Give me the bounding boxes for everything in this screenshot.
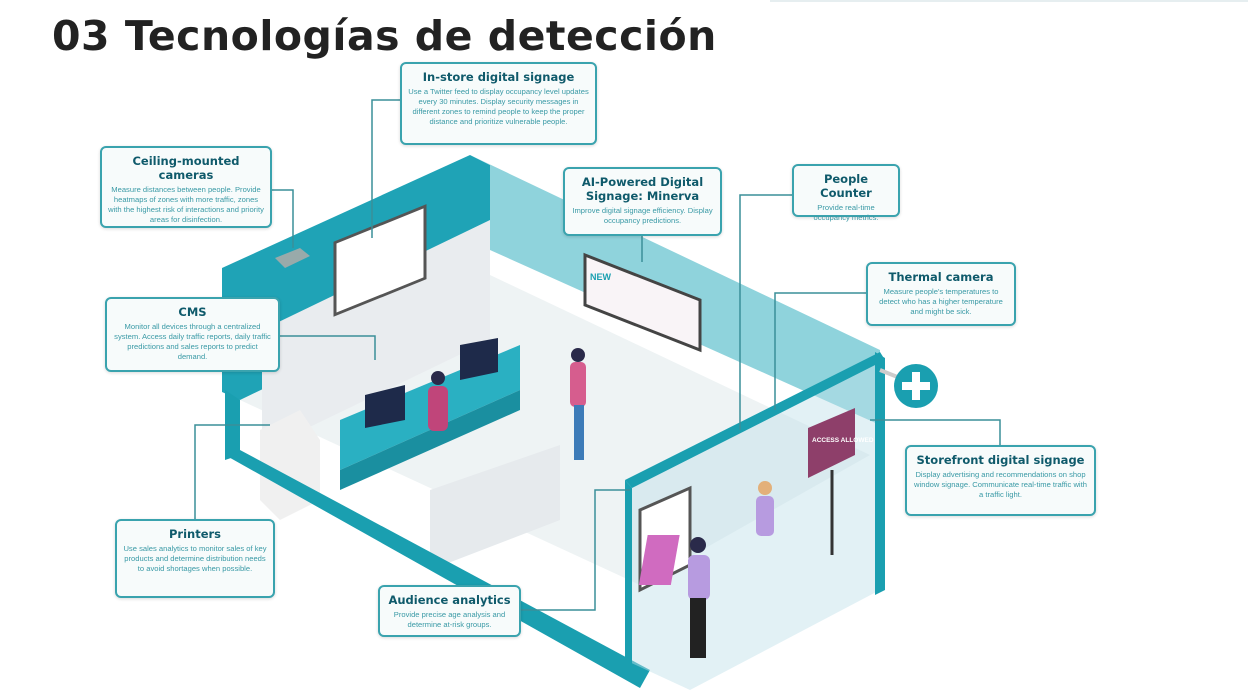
callout-title: Thermal camera [888,270,994,284]
monitor [365,385,405,428]
callout-title: CMS [178,305,207,319]
ceiling-camera-icon [275,248,310,268]
callout-ceiling-cameras: Ceiling-mounted cameras Measure distance… [100,146,272,228]
callout-title: Ceiling-mounted cameras [132,154,240,182]
instore-screen [333,204,427,317]
front-left-edge [225,450,650,688]
callout-title: People Counter [820,172,872,200]
callout-title: AI-Powered Digital Signage: Minerva [581,175,704,203]
callout-text: Improve digital signage efficiency. Disp… [572,206,713,225]
access-sign [808,408,855,478]
callout-ai-signage: AI-Powered Digital Signage: Minerva Impr… [563,167,722,236]
access-sign-label: ACCESS ALLOWED [812,437,874,444]
callout-thermal-camera: Thermal camera Measure people's temperat… [866,262,1016,326]
minerva-screen [583,252,702,353]
monitor [460,338,498,380]
person [688,555,710,600]
callout-text: Measure distances between people. Provid… [108,185,264,224]
callout-cms: CMS Monitor all devices through a centra… [105,297,280,372]
callout-text: Monitor all devices through a centralize… [114,322,271,361]
callout-title: Audience analytics [388,593,511,607]
callout-text: Use sales analytics to monitor sales of … [123,544,267,573]
callout-text: Measure people's temperatures to detect … [879,287,1003,316]
callout-instore-signage: In-store digital signage Use a Twitter f… [400,62,597,145]
callout-text: Provide precise age analysis and determi… [393,610,506,629]
callout-printers: Printers Use sales analytics to monitor … [115,519,275,598]
page-title: 03 Tecnologías de detección [52,12,717,60]
callout-title: Printers [168,527,222,541]
top-divider [770,0,1248,2]
back-shelves [262,220,490,450]
callout-text: Provide real-time occupancy metrics. [813,203,879,222]
connector-lines [194,99,1001,611]
new-sign-label: NEW [590,272,612,282]
person [756,496,774,536]
callout-people-counter: People Counter Provide real-time occupan… [792,164,900,222]
callout-text: Use a Twitter feed to display occupancy … [408,87,589,126]
display-table [430,445,560,570]
printer-desk [260,410,320,520]
person [428,386,448,431]
person [570,362,586,407]
callout-storefront-signage: Storefront digital signage Display adver… [905,445,1096,516]
callout-title: In-store digital signage [422,70,575,84]
callout-title: Storefront digital signage [916,453,1085,467]
callout-audience-analytics: Audience analytics Provide precise age a… [378,585,521,637]
callout-text: Display advertising and recommendations … [914,470,1087,499]
